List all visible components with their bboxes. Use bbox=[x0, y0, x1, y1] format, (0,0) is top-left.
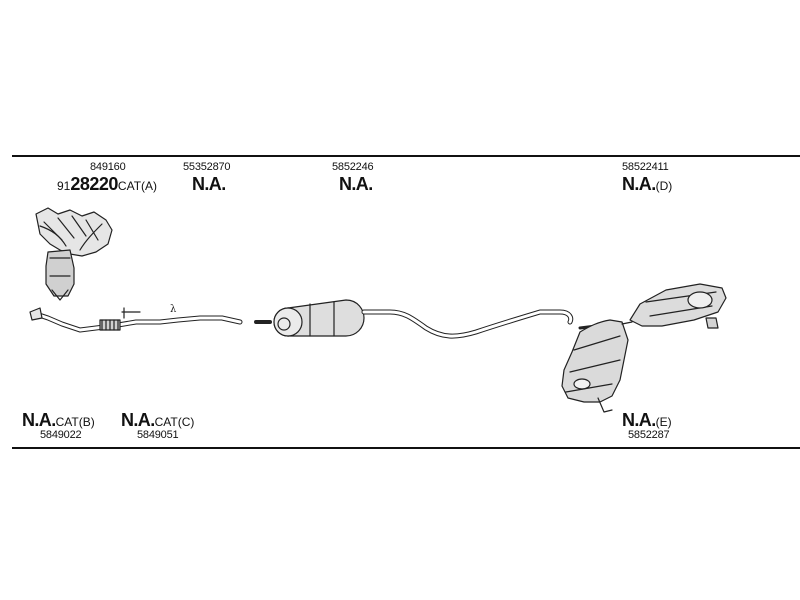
manifold-code: 28220 bbox=[70, 174, 118, 194]
center-muffler bbox=[254, 299, 365, 337]
center-muffler-part-number: 5852246 bbox=[332, 161, 374, 173]
rear-e-suffix: (E) bbox=[655, 415, 672, 429]
rear-muffler bbox=[561, 319, 629, 413]
lambda-sensor-symbol: λ bbox=[170, 304, 177, 315]
rear-muffler-status-label: N.A.(D) bbox=[622, 175, 672, 194]
cat-b-status: N.A. bbox=[22, 410, 56, 430]
cat-b-label: N.A.CAT(B) bbox=[22, 411, 95, 430]
rear-e-label: N.A.(E) bbox=[622, 411, 672, 430]
cat-c-label: N.A.CAT(C) bbox=[121, 411, 194, 430]
cat-c-suffix: CAT(C) bbox=[154, 415, 195, 429]
cat-b-part-number: 5849022 bbox=[40, 429, 82, 441]
rear-muffler-part-number: 58522411 bbox=[622, 161, 669, 173]
rear-silencer bbox=[621, 283, 727, 329]
rear-muffler-status: N.A. bbox=[622, 174, 656, 194]
exhaust-manifold bbox=[35, 207, 113, 301]
downpipe-part-number: 55352870 bbox=[183, 161, 231, 173]
manifold-part-number: 849160 bbox=[90, 161, 126, 173]
intermediate-pipe bbox=[361, 309, 574, 339]
top-divider bbox=[12, 155, 800, 157]
front-pipe bbox=[29, 307, 243, 333]
center-muffler-status: N.A. bbox=[339, 174, 373, 194]
manifold-code-prefix: 91 bbox=[57, 179, 71, 193]
cat-c-status: N.A. bbox=[121, 410, 155, 430]
cat-c-part-number: 5849051 bbox=[137, 429, 179, 441]
bottom-divider bbox=[12, 447, 800, 449]
downpipe-status: N.A. bbox=[192, 174, 226, 194]
manifold-code-suffix: CAT(A) bbox=[117, 179, 158, 193]
manifold-code-label: 9128220CAT(A) bbox=[57, 175, 157, 194]
rear-muffler-suffix: (D) bbox=[655, 179, 673, 193]
rear-e-part-number: 5852287 bbox=[628, 429, 670, 441]
cat-b-suffix: CAT(B) bbox=[55, 415, 95, 429]
rear-e-status: N.A. bbox=[622, 410, 656, 430]
